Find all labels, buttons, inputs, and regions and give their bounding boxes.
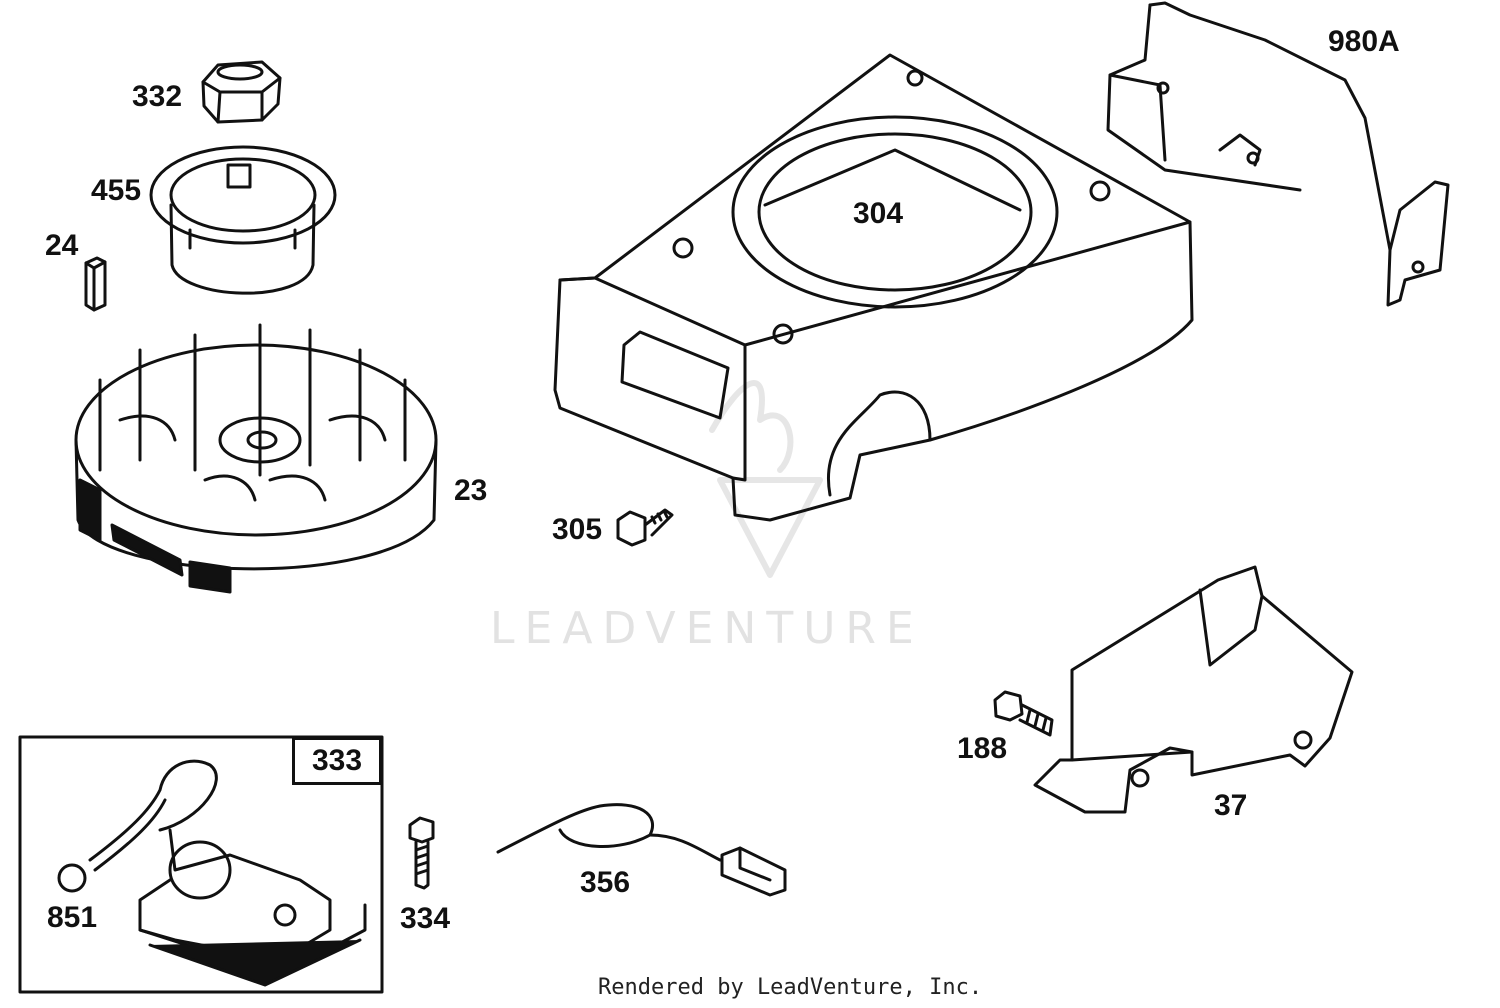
- part-332-hex-nut: [201, 60, 282, 124]
- part-304-blower-housing: [553, 53, 1194, 522]
- watermark-logo: [709, 380, 823, 578]
- label-304[interactable]: 304: [853, 197, 904, 230]
- label-37[interactable]: 37: [1214, 789, 1248, 822]
- label-333[interactable]: 333: [292, 737, 382, 785]
- part-333-armature: [57, 759, 367, 987]
- footer-credit: Rendered by LeadVenture, Inc.: [598, 975, 983, 1000]
- label-24[interactable]: 24: [45, 229, 79, 262]
- part-305-bolt: [616, 508, 674, 547]
- label-356[interactable]: 356: [580, 866, 631, 899]
- part-455-cup: [149, 145, 337, 295]
- part-37-bracket: [1033, 565, 1354, 814]
- label-980a[interactable]: 980A: [1328, 25, 1400, 58]
- part-188-bolt: [993, 690, 1054, 737]
- part-23-flywheel: [74, 323, 438, 594]
- part-24-key: [84, 256, 107, 312]
- label-332[interactable]: 332: [132, 80, 183, 113]
- label-23[interactable]: 23: [454, 474, 488, 507]
- label-455[interactable]: 455: [91, 174, 142, 207]
- label-305[interactable]: 305: [552, 513, 603, 546]
- label-851[interactable]: 851: [47, 901, 98, 934]
- part-356-ground-wire: [496, 803, 787, 897]
- part-980a-baffle: [1106, 1, 1450, 307]
- watermark-text: LEADVENTURE: [490, 603, 924, 654]
- part-333-frame: [18, 735, 384, 994]
- part-334-screw: [408, 816, 435, 890]
- label-188[interactable]: 188: [957, 732, 1008, 765]
- label-334[interactable]: 334: [400, 902, 451, 935]
